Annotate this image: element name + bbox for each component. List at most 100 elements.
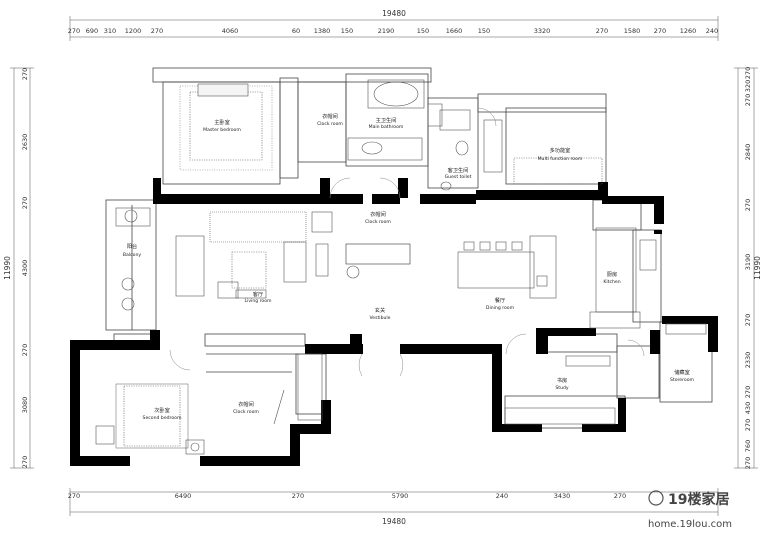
svg-text:1660: 1660: [446, 27, 463, 35]
bottom-total-dimension: 19480: [382, 517, 406, 526]
svg-text:Vestibule: Vestibule: [369, 315, 390, 321]
svg-text:主卧室: 主卧室: [214, 118, 230, 126]
label-multi-function-room: 多功能室 Multi function room: [538, 146, 583, 162]
svg-text:玄关: 玄关: [375, 306, 385, 314]
svg-text:270: 270: [21, 197, 29, 209]
label-kitchen: 厨房 Kitchen: [603, 270, 620, 285]
svg-text:270: 270: [654, 27, 666, 35]
svg-text:270: 270: [21, 456, 29, 468]
svg-text:270: 270: [744, 386, 752, 398]
svg-text:310: 310: [104, 27, 116, 35]
svg-text:4060: 4060: [222, 27, 239, 35]
svg-text:Dining room: Dining room: [486, 305, 515, 311]
label-dining-room: 餐厅 Dining room: [486, 296, 515, 311]
svg-text:4300: 4300: [21, 260, 29, 277]
label-clock-room-second: 衣帽间 Clock room: [233, 400, 259, 415]
right-total-dimension: 11990: [753, 256, 762, 280]
label-clock-room-hall: 衣帽间 Clock room: [365, 210, 391, 225]
svg-text:430: 430: [744, 402, 752, 414]
svg-text:150: 150: [417, 27, 429, 35]
svg-text:5790: 5790: [392, 492, 409, 500]
svg-text:240: 240: [706, 27, 718, 35]
svg-text:270: 270: [21, 344, 29, 356]
svg-text:1200: 1200: [125, 27, 142, 35]
svg-text:Living room: Living room: [244, 298, 272, 304]
svg-text:3190: 3190: [744, 254, 752, 271]
svg-text:衣帽间: 衣帽间: [238, 400, 254, 408]
svg-text:270: 270: [744, 94, 752, 106]
master-bed: [189, 91, 263, 161]
svg-text:Clock room: Clock room: [317, 121, 343, 127]
svg-text:Study: Study: [555, 385, 569, 391]
label-vestibule: 玄关 Vestibule: [369, 306, 390, 321]
svg-text:Balcony: Balcony: [123, 252, 141, 258]
svg-text:书房: 书房: [557, 376, 567, 384]
top-total-dimension: 19480: [382, 9, 406, 18]
svg-text:270: 270: [21, 68, 29, 80]
svg-text:6490: 6490: [175, 492, 192, 500]
right-dimension-texts: 11990 270 320 270 2840 270 3190 270 2330…: [744, 67, 762, 469]
svg-text:60: 60: [292, 27, 300, 35]
svg-text:1260: 1260: [680, 27, 697, 35]
svg-text:2630: 2630: [21, 134, 29, 151]
dimension-lines: [10, 16, 758, 516]
svg-text:Clock room: Clock room: [365, 219, 391, 225]
svg-text:2840: 2840: [744, 144, 752, 161]
svg-text:3320: 3320: [534, 27, 551, 35]
svg-text:客卫生间: 客卫生间: [448, 166, 469, 174]
svg-text:阳台: 阳台: [127, 242, 137, 250]
walls: [70, 178, 718, 466]
svg-text:270: 270: [744, 67, 752, 79]
label-master-bedroom: 主卧室 Master bedroom: [203, 118, 241, 133]
svg-text:2190: 2190: [378, 27, 395, 35]
svg-text:150: 150: [478, 27, 490, 35]
svg-text:1380: 1380: [314, 27, 331, 35]
left-total-dimension: 11990: [3, 256, 12, 280]
svg-text:2330: 2330: [744, 352, 752, 369]
bathtub: [373, 81, 419, 107]
basin: [361, 141, 383, 155]
svg-text:衣帽间: 衣帽间: [322, 112, 338, 120]
doors: [169, 107, 645, 377]
logo-swirl-icon: [648, 490, 664, 506]
svg-text:270: 270: [292, 492, 304, 500]
label-balcony: 阳台 Balcony: [123, 242, 141, 258]
svg-text:Main bathroom: Main bathroom: [369, 124, 404, 130]
dining-table: [457, 251, 535, 289]
svg-text:270: 270: [68, 27, 80, 35]
watermark-brand: 19楼家居: [668, 491, 729, 508]
svg-text:餐厅: 餐厅: [495, 296, 505, 304]
svg-text:3080: 3080: [21, 397, 29, 414]
svg-text:270: 270: [744, 314, 752, 326]
svg-text:270: 270: [68, 492, 80, 500]
svg-text:厨房: 厨房: [607, 270, 617, 278]
svg-text:Multi function room: Multi function room: [538, 156, 583, 162]
second-bed: [123, 385, 181, 447]
watermark: 19楼家居 home.19lou.com: [648, 490, 732, 530]
label-storeroom: 储藏室 Storeroom: [670, 368, 695, 383]
top-dimension-texts: 19480 270 690 310 1200 270 4060 60 1380 …: [68, 9, 718, 35]
svg-text:客厅: 客厅: [253, 290, 263, 298]
label-guest-toilet: 客卫生间 Guest toilet: [445, 166, 472, 180]
label-study: 书房 Study: [555, 376, 569, 391]
svg-text:270: 270: [596, 27, 608, 35]
furniture: [95, 79, 707, 455]
svg-text:270: 270: [744, 199, 752, 211]
svg-text:储藏室: 储藏室: [674, 368, 690, 376]
svg-text:Storeroom: Storeroom: [670, 377, 695, 383]
partition-lines: [105, 67, 713, 429]
left-dimension-texts: 11990 270 2630 270 4300 270 3080 270: [3, 68, 29, 468]
svg-text:270: 270: [151, 27, 163, 35]
watermark-url: home.19lou.com: [648, 519, 732, 530]
label-main-bathroom: 主卫生间 Main bathroom: [369, 116, 404, 130]
svg-text:150: 150: [341, 27, 353, 35]
bottom-dimension-texts: 270 6490 270 5790 240 3430 270 19480: [68, 492, 626, 526]
svg-text:1580: 1580: [624, 27, 641, 35]
label-second-bedroom: 次卧室 Second bedroom: [143, 406, 182, 421]
svg-text:690: 690: [86, 27, 98, 35]
svg-text:次卧室: 次卧室: [154, 406, 170, 414]
svg-text:衣帽间: 衣帽间: [370, 210, 386, 218]
label-living-room: 客厅 Living room: [244, 290, 272, 304]
svg-text:Master bedroom: Master bedroom: [203, 127, 241, 133]
